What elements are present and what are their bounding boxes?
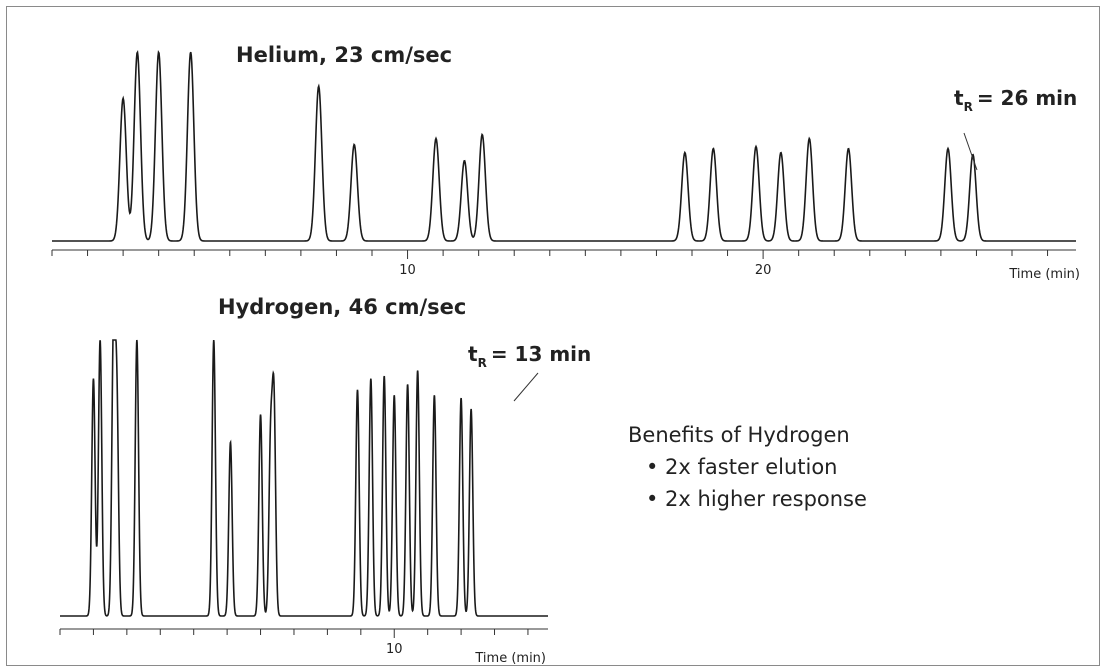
helium-chromatogram-trace (52, 50, 1076, 242)
figure-frame (6, 6, 1100, 666)
helium-title: Helium, 23 cm/sec (236, 43, 452, 67)
benefits-heading: Benefits of Hydrogen (628, 423, 850, 447)
helium-x-axis-label: Time (min) (1008, 267, 1080, 282)
he-x-tick-label: 10 (399, 263, 416, 278)
hydrogen-x-axis: 10 (59, 628, 548, 657)
helium-tr-symbol: t (954, 86, 964, 110)
h2-x-tick-label: 10 (386, 642, 403, 657)
hydrogen-x-axis-label: Time (min) (474, 651, 546, 666)
hydrogen-tr-symbol: t (468, 342, 478, 366)
hydrogen-chromatogram-trace (60, 339, 548, 617)
helium-tr-annotation: tR = 26 min (954, 86, 1077, 114)
helium-tr-subscript: R (964, 100, 973, 114)
benefit-item-higher-response: • 2x higher response (646, 487, 867, 511)
hydrogen-tr-leader-line (513, 372, 539, 402)
hydrogen-tr-subscript: R (478, 356, 487, 370)
he-x-tick-label: 20 (755, 263, 772, 278)
helium-tr-leader-line (963, 132, 978, 171)
hydrogen-title: Hydrogen, 46 cm/sec (218, 295, 466, 319)
hydrogen-tr-value: = 13 min (491, 342, 591, 366)
benefit-item-faster-elution: • 2x faster elution (646, 455, 837, 479)
hydrogen-tr-annotation: tR = 13 min (468, 342, 591, 370)
helium-x-axis: 10 20 (51, 249, 1076, 278)
helium-tr-value: = 26 min (977, 86, 1077, 110)
